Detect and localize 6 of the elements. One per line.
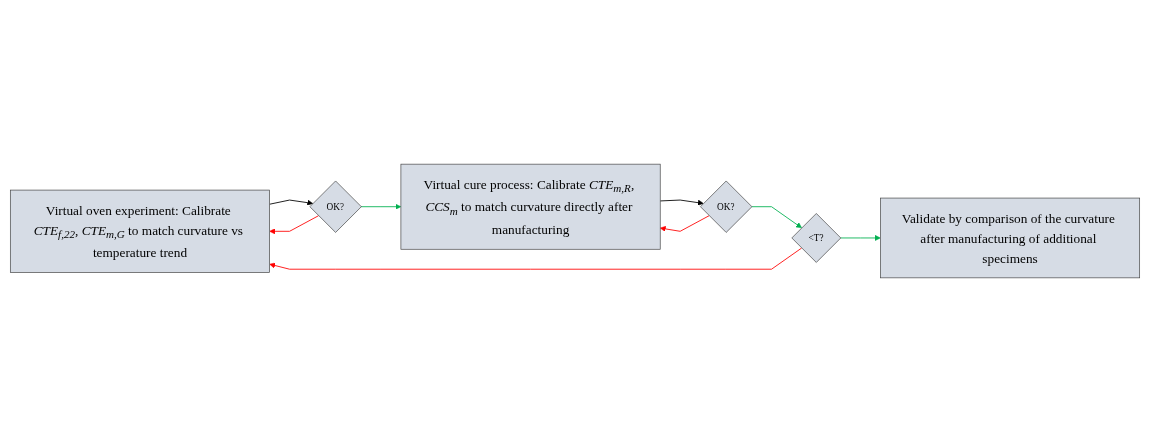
node-box: Validate by comparison of the curvature after manufacturing of additional specimens — [880, 197, 1140, 279]
node-diamond: OK? — [700, 180, 753, 233]
node-box: Virtual cure process: Calibrate CTE$_{m,R}$, CCS$_{m}$ to match curvature directly after manufacturing — [400, 163, 661, 250]
node-box: Virtual oven experiment: Calibrate CTE$_{f,22}$, CTE$_{m,G}$ to match curvature vs temperature trend — [10, 189, 270, 273]
node-diamond: <T? — [791, 213, 842, 263]
node-diamond: OK? — [309, 180, 362, 233]
